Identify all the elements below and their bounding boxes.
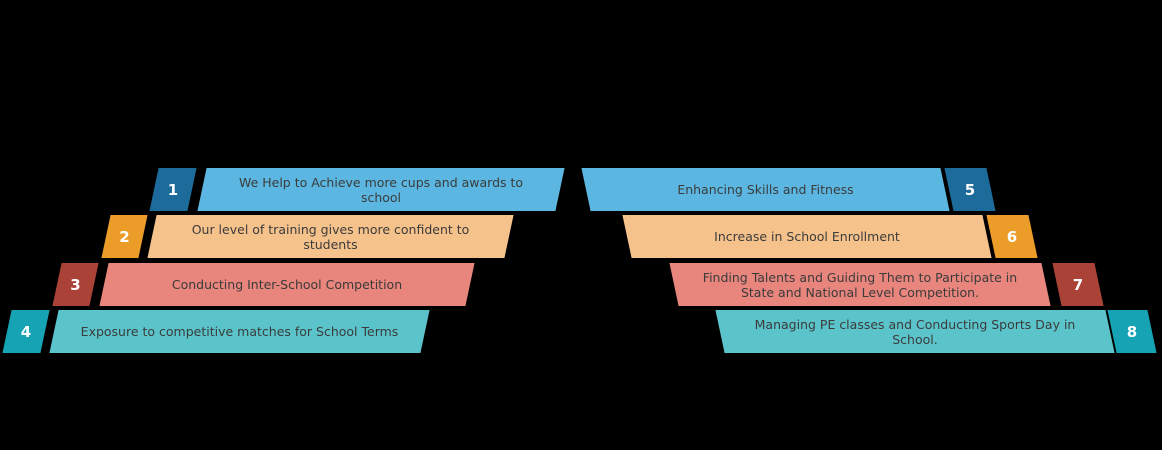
funnel-step-5: Enhancing Skills and Fitness 5: [0, 168, 1162, 211]
funnel-step-8: Managing PE classes and Conducting Sport…: [0, 310, 1162, 353]
step-label-text: Managing PE classes and Conducting Sport…: [754, 316, 1076, 347]
step-label-text: Conducting Inter-School Competition: [171, 277, 403, 292]
step-number: 2: [119, 227, 130, 246]
funnel-step-3: 3 Conducting Inter-School Competition: [0, 263, 1162, 306]
step-label-text: Increase in School Enrollment: [714, 229, 900, 244]
step-number: 4: [20, 322, 32, 341]
step-number: 6: [1006, 227, 1018, 246]
step-label-text: Our level of training gives more confide…: [191, 221, 470, 252]
funnel-step-7: Finding Talents and Guiding Them to Part…: [0, 263, 1162, 306]
step-number: 7: [1072, 275, 1084, 294]
step-number: 1: [167, 180, 179, 199]
step-number: 8: [1126, 322, 1138, 341]
step-label-bar: Finding Talents and Guiding Them to Part…: [674, 263, 1046, 306]
funnel-step-6: Increase in School Enrollment 6: [0, 215, 1162, 258]
step-label-text: We Help to Achieve more cups and awards …: [238, 174, 524, 205]
step-number-badge: 8: [1112, 310, 1152, 353]
step-number-badge: 4: [7, 310, 45, 353]
step-number-badge: 3: [57, 263, 94, 306]
step-number-badge: 5: [949, 168, 991, 211]
step-label-text: Exposure to competitive matches for Scho…: [80, 324, 399, 339]
funnel-step-4: 4 Exposure to competitive matches for Sch…: [0, 310, 1162, 353]
step-label-text: Enhancing Skills and Fitness: [677, 182, 854, 197]
step-number-badge: 1: [154, 168, 192, 211]
step-label-bar: Enhancing Skills and Fitness: [586, 168, 945, 211]
step-label-bar: Increase in School Enrollment: [627, 215, 987, 258]
step-number-badge: 6: [991, 215, 1033, 258]
funnel-step-1: 1 We Help to Achieve more cups and awards…: [0, 168, 1162, 211]
step-label-bar: Managing PE classes and Conducting Sport…: [720, 310, 1110, 353]
step-label-bar: Our level of training gives more confide…: [152, 215, 509, 258]
step-number-badge: 7: [1057, 263, 1099, 306]
funnel-step-2: 2 Our level of training gives more confid…: [0, 215, 1162, 258]
step-label-bar: Exposure to competitive matches for Scho…: [54, 310, 425, 353]
step-label-text: Finding Talents and Guiding Them to Part…: [702, 269, 1018, 300]
step-number: 3: [70, 275, 81, 294]
step-number: 5: [964, 180, 976, 199]
step-label-bar: Conducting Inter-School Competition: [104, 263, 470, 306]
step-label-bar: We Help to Achieve more cups and awards …: [202, 168, 560, 211]
step-number-badge: 2: [106, 215, 143, 258]
